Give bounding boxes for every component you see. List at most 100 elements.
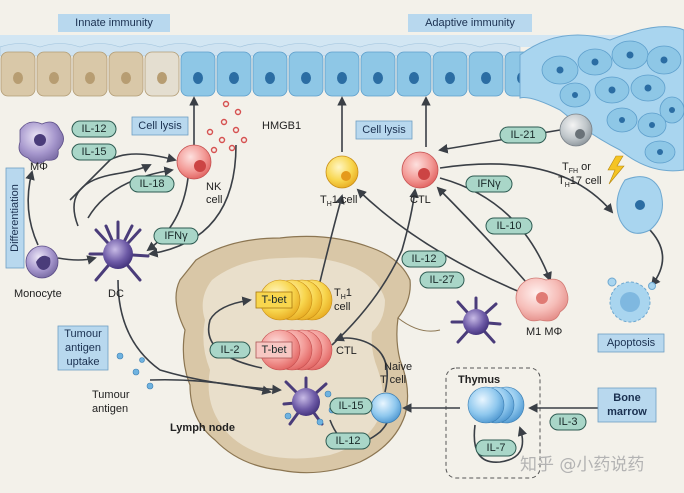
tumour-antigen-label-line2: antigen: [92, 403, 128, 415]
svg-text:Differentiation: Differentiation: [9, 184, 21, 252]
tfh-label-line1: TFH or: [562, 161, 591, 175]
lymph-node-label: Lymph node: [170, 422, 235, 434]
cytokine-ifng-left: IFNγ: [153, 227, 199, 245]
cell-nucleus: [49, 72, 59, 84]
th1-ln-label-line2: cell: [334, 301, 351, 313]
dc-label: DC: [108, 288, 124, 300]
nk-label-line2: cell: [206, 194, 223, 206]
svg-text:IL-10: IL-10: [496, 220, 521, 232]
cytokine-il21: IL-21: [499, 126, 547, 144]
nk-label-line1: NK: [206, 181, 222, 193]
cytokine-il12-ln: IL-12: [325, 432, 371, 450]
svg-text:IL-15: IL-15: [81, 146, 106, 158]
thymus-box: [445, 367, 541, 479]
svg-text:IL-12: IL-12: [411, 253, 436, 265]
ctl-cell: [401, 151, 439, 189]
cytokine-il12-top: IL-12: [71, 120, 117, 138]
adaptive-immunity-header: Adaptive immunity: [408, 14, 532, 32]
cell-nucleus: [193, 72, 203, 84]
hmgb1-granules: [206, 100, 248, 154]
cell-lysis-box-left: Cell lysis: [131, 116, 189, 136]
watermark: 知乎 @小药说药: [520, 455, 644, 475]
m1-macrophage: [515, 277, 569, 322]
cytokine-il7: IL-7: [475, 439, 517, 457]
cell-nucleus: [481, 72, 491, 84]
svg-text:IL-18: IL-18: [139, 178, 164, 190]
cytokine-il2: IL-2: [209, 341, 251, 359]
epithelial-cell-row: [0, 51, 540, 97]
cell-nucleus: [373, 72, 383, 84]
tumour-antigen-uptake-box: Tumour antigen uptake: [57, 325, 109, 371]
pathway-arrows: [25, 96, 664, 463]
thymus-label: Thymus: [458, 374, 500, 386]
cytokine-il10: IL-10: [485, 217, 533, 235]
epithelium: [0, 26, 684, 172]
svg-text:Bone: Bone: [613, 392, 641, 404]
mphi-label: MΦ: [30, 161, 48, 173]
tfh-cell: [559, 113, 593, 147]
monocyte-cell: [25, 245, 59, 279]
svg-text:Cell lysis: Cell lysis: [362, 124, 406, 136]
cytokine-il15-ln: IL-15: [329, 397, 373, 415]
apoptotic-cell: [616, 176, 663, 234]
cell-nucleus: [85, 72, 95, 84]
ctl-stack-ln: T-bet: [255, 329, 333, 371]
cell-lysis-box-right: Cell lysis: [355, 120, 413, 140]
svg-text:IL-27: IL-27: [429, 274, 454, 286]
thymus-cells: [467, 386, 525, 424]
cytokine-il12-mid: IL-12: [401, 250, 447, 268]
svg-text:IL-12: IL-12: [81, 123, 106, 135]
svg-text:IL-15: IL-15: [338, 400, 363, 412]
svg-text:IFNγ: IFNγ: [164, 230, 188, 242]
svg-text:IFNγ: IFNγ: [477, 178, 501, 190]
cell-nucleus: [409, 72, 419, 84]
dc-lymph-node: [282, 376, 336, 426]
svg-text:IL-2: IL-2: [221, 344, 240, 356]
macrophage-cell: [18, 121, 64, 164]
th1-label: TH1 cell: [320, 194, 357, 208]
apoptotic-body: [607, 277, 656, 323]
svg-text:uptake: uptake: [66, 356, 99, 368]
tumour-antigen-dots: [116, 352, 154, 390]
svg-text:IL-3: IL-3: [559, 416, 578, 428]
svg-text:Apoptosis: Apoptosis: [607, 337, 656, 349]
cell-nucleus: [121, 72, 131, 84]
svg-text:marrow: marrow: [607, 406, 647, 418]
apoptosis-box: Apoptosis: [597, 333, 665, 353]
th1-ln-label-line1: TH1: [334, 287, 352, 301]
svg-text:Tumour: Tumour: [64, 328, 102, 340]
svg-text:Cell lysis: Cell lysis: [138, 120, 182, 132]
cytokine-il27: IL-27: [419, 271, 465, 289]
hmgb1-label: HMGB1: [262, 120, 301, 132]
svg-text:T-bet: T-bet: [261, 294, 286, 306]
th1-stack-ln: T-bet: [255, 279, 333, 321]
th1-cell: [325, 155, 359, 189]
cell-nucleus: [445, 72, 455, 84]
cytokine-il18: IL-18: [129, 175, 175, 193]
svg-text:IL-7: IL-7: [487, 442, 506, 454]
svg-text:antigen: antigen: [65, 342, 101, 354]
lightning-icon: [607, 155, 625, 185]
svg-text:Innate immunity: Innate immunity: [75, 17, 153, 29]
svg-text:IL-21: IL-21: [510, 129, 535, 141]
cell-nucleus: [265, 72, 275, 84]
ctl-ln-label: CTL: [336, 345, 357, 357]
cytokine-il3: IL-3: [549, 413, 587, 431]
differentiation-box: Differentiation: [5, 167, 25, 269]
cytokine-il15-top: IL-15: [71, 143, 117, 161]
tfh-label-line2: TH17 cell: [558, 175, 602, 189]
naive-label-line1: Naive: [384, 361, 412, 373]
monocyte-label: Monocyte: [14, 288, 62, 300]
cell-nucleus: [301, 72, 311, 84]
m1-label: M1 MΦ: [526, 326, 563, 338]
ctl-label: CTL: [410, 194, 431, 206]
cytokine-ifng-right: IFNγ: [465, 175, 513, 193]
naive-label-line2: T cell: [380, 374, 406, 386]
cell-nucleus: [229, 72, 239, 84]
cell-nucleus: [157, 72, 167, 84]
cell-nucleus: [337, 72, 347, 84]
dendritic-cell-2: [450, 296, 502, 344]
innate-immunity-header: Innate immunity: [58, 14, 170, 32]
cell-nucleus: [13, 72, 23, 84]
